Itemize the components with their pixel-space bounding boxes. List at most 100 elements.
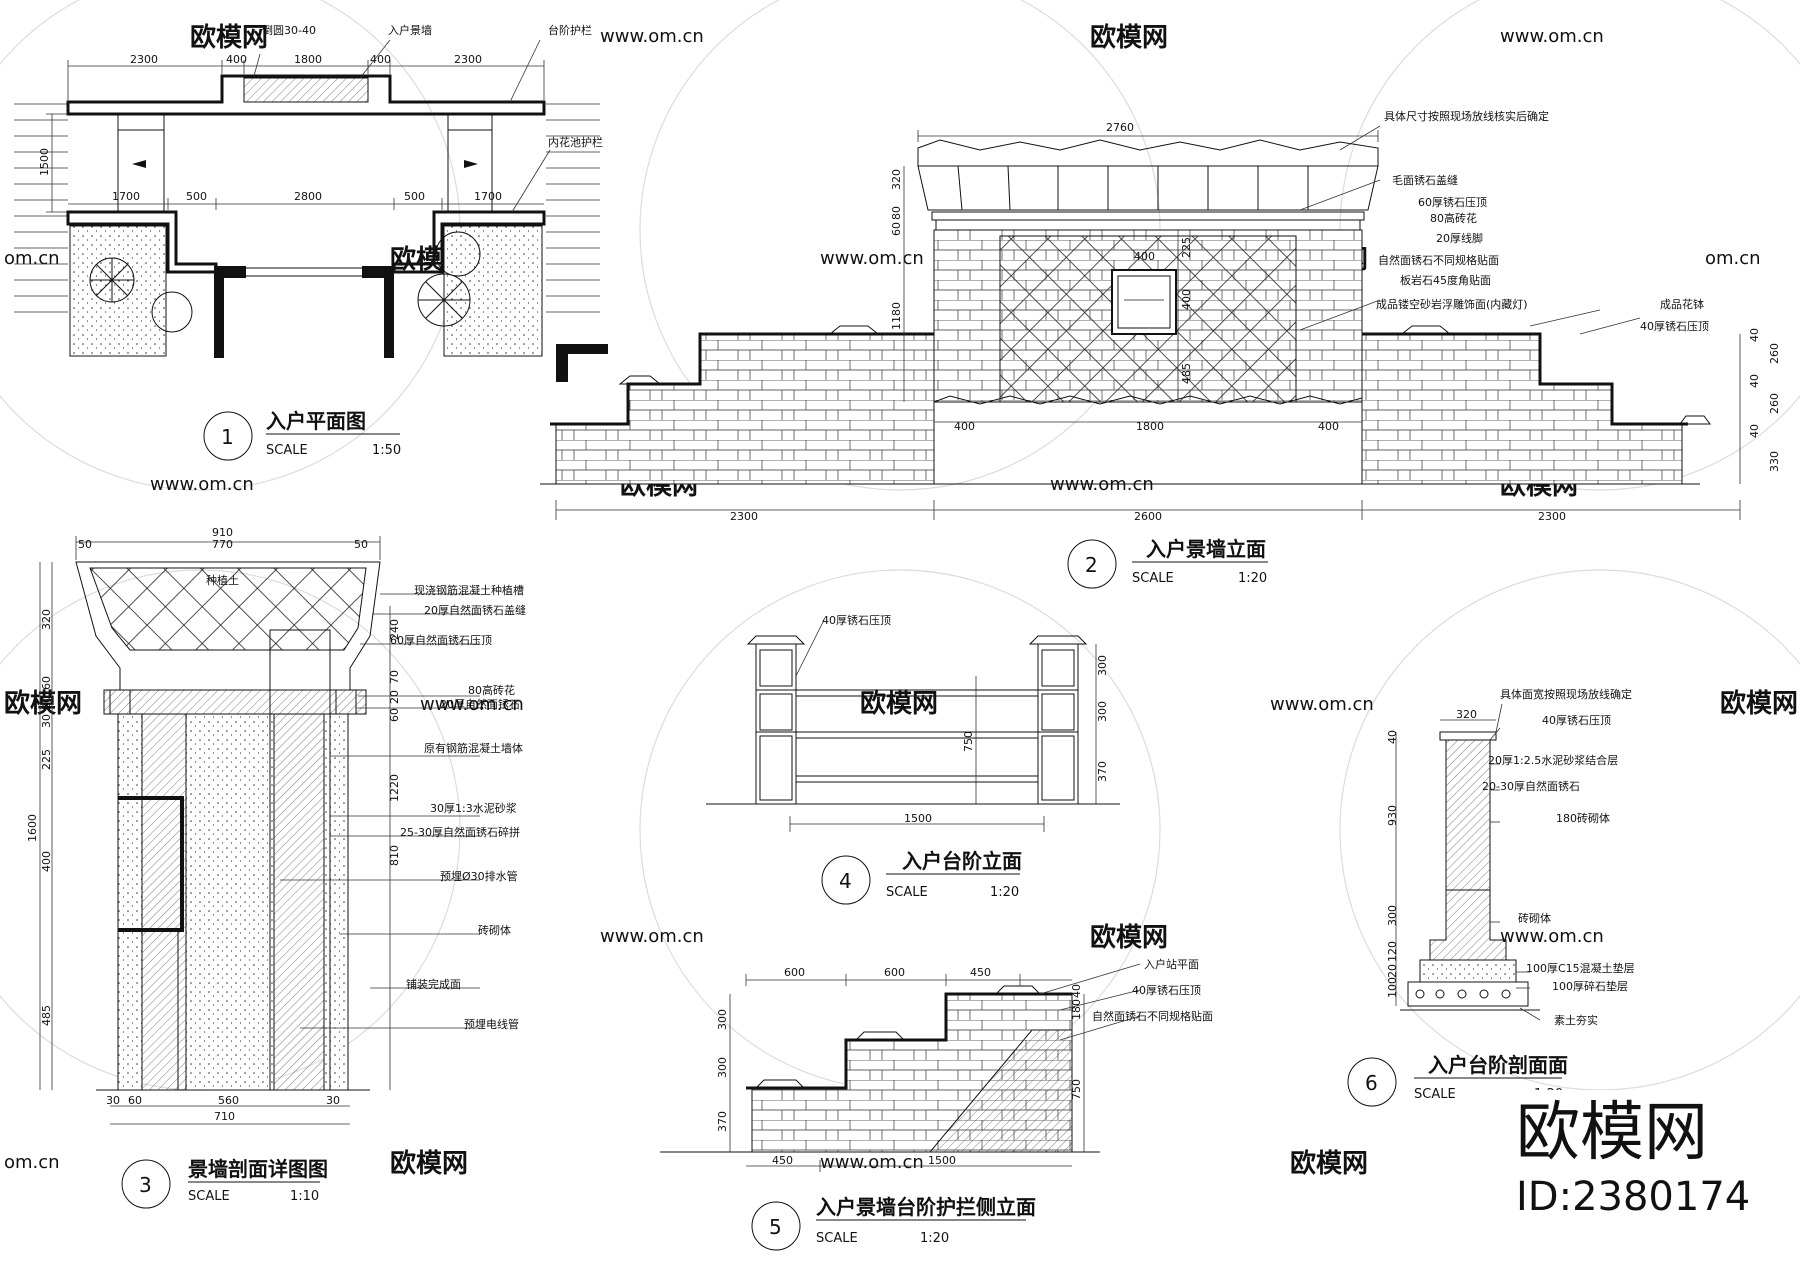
- dim-text: 770: [212, 538, 233, 551]
- scale-word: SCALE: [816, 1231, 858, 1246]
- scale-word: SCALE: [886, 885, 928, 900]
- dim-text: 450: [970, 966, 991, 979]
- dim-text: 1180: [890, 302, 903, 330]
- leader-label: 自然面锈石不同规格贴面: [1378, 253, 1499, 267]
- dim-text: 180: [1070, 999, 1083, 1020]
- watermark-brand: 欧模网: [860, 688, 938, 719]
- drawing-number-badge: [821, 855, 871, 905]
- watermark-brand: 欧模网: [1090, 22, 1168, 53]
- dim-text: 50: [78, 538, 92, 551]
- watermark-url: www.om.cn: [820, 248, 924, 269]
- drawing-number-badge: [751, 1201, 801, 1251]
- dim-text: 60: [890, 222, 903, 236]
- leader-label: 素土夯实: [1554, 1013, 1598, 1027]
- dim-text: 370: [1096, 761, 1109, 782]
- dim-text: 100: [1386, 977, 1399, 998]
- dim-text: 400: [370, 53, 391, 66]
- leader-label: 40厚锈石压顶: [1132, 984, 1201, 997]
- dim-text: 400: [1180, 289, 1193, 310]
- drawing-number: 3: [139, 1173, 152, 1197]
- watermark-url: www.om.cn: [1500, 926, 1604, 947]
- leader-label: 20厚线脚: [1436, 231, 1483, 245]
- dim-text: 20: [388, 690, 401, 704]
- drawing-title: 入户景墙台阶护拦侧立面: [816, 1195, 1036, 1219]
- leader-label: 80高砖花: [468, 683, 515, 697]
- drawing-scale: 1:20: [920, 1231, 949, 1246]
- dim-text: 910: [212, 526, 233, 539]
- leader-label: 现浇钢筋混凝土种植槽: [414, 583, 524, 597]
- dim-text: 40: [1386, 730, 1399, 744]
- watermark-url: www.om.cn: [420, 694, 524, 715]
- dim-text: 750: [962, 731, 975, 752]
- drawing-title: 景墙剖面详图图: [188, 1157, 328, 1181]
- leader-label: 种植土: [206, 573, 239, 587]
- dim-text: 260: [1768, 343, 1781, 364]
- dim-text: 30: [40, 714, 53, 728]
- watermark-url: www.om.cn: [820, 1152, 924, 1173]
- dim-text: 330: [1768, 451, 1781, 472]
- dim-text: 40: [1748, 424, 1761, 438]
- leader-label: 40厚锈石压顶: [1542, 714, 1611, 727]
- dim-text: 1600: [26, 814, 39, 842]
- dim-text: 40: [1748, 328, 1761, 342]
- leader-label: 成品镂空砂岩浮雕饰面(内藏灯): [1376, 297, 1528, 311]
- dim-text: 1800: [294, 53, 322, 66]
- dim-text: 1220: [388, 774, 401, 802]
- brand-stamp-logo: 欧模网: [1516, 1096, 1708, 1170]
- dim-text: 225: [40, 749, 53, 770]
- drawing-number: 1: [221, 425, 234, 449]
- dim-text: 400: [226, 53, 247, 66]
- watermark-brand: 欧模网: [4, 688, 82, 719]
- dim-text: 2600: [1134, 510, 1162, 523]
- leader-label: 砖砌体: [1518, 911, 1551, 925]
- leader-label: 铺装完成面: [406, 977, 461, 991]
- dim-text: 300: [1386, 905, 1399, 926]
- leader-label: 倒圆30-40: [262, 24, 316, 37]
- dim-text: 400: [954, 420, 975, 433]
- brand-stamp-id: ID:2380174: [1516, 1174, 1750, 1220]
- dim-text: 1700: [112, 190, 140, 203]
- dim-text: 2300: [730, 510, 758, 523]
- drawing-number: 2: [1085, 553, 1098, 577]
- leader-label: 预埋Ø30排水管: [440, 869, 518, 883]
- leader-label: 20厚自然面锈石盖缝: [424, 603, 526, 617]
- scale-word: SCALE: [1132, 571, 1174, 586]
- scale-word: SCALE: [1414, 1087, 1456, 1102]
- leader-label: 毛面锈石盖缝: [1392, 173, 1458, 187]
- drawing-scale: 1:50: [372, 443, 401, 458]
- leader-label: 入户站平面: [1144, 957, 1199, 971]
- dim-text: 710: [214, 1110, 235, 1123]
- dim-text: 80: [890, 206, 903, 220]
- leader-label: 100厚C15混凝土垫层: [1526, 961, 1635, 975]
- leader-label: 40厚锈石压顶: [1640, 320, 1709, 333]
- drawing-5-side-elevation: 600 600 450 300 300 370 180 40 750 450 1…: [660, 957, 1213, 1251]
- dim-text: 300: [1096, 701, 1109, 722]
- watermark-url: om.cn: [1705, 248, 1761, 269]
- drawing-scale: 1:20: [990, 885, 1019, 900]
- leader-label: 原有钢筋混凝土墙体: [424, 741, 523, 755]
- watermark-brand: 欧模网: [390, 1148, 468, 1179]
- leader-label: 具体尺寸按照现场放线核实后确定: [1384, 109, 1549, 123]
- leader-label: 80高砖花: [1430, 211, 1477, 225]
- dim-text: 500: [404, 190, 425, 203]
- watermark-url: www.om.cn: [1500, 26, 1604, 47]
- dim-text: 810: [388, 845, 401, 866]
- dim-text: 400: [1134, 250, 1155, 263]
- watermark-url: www.om.cn: [150, 474, 254, 495]
- leader-label: 预埋电线管: [464, 1017, 519, 1031]
- dim-text: 320: [890, 169, 903, 190]
- leader-label: 成品花钵: [1660, 297, 1704, 311]
- drawing-number-badge: [1067, 539, 1117, 589]
- dim-text: 300: [1096, 655, 1109, 676]
- leader-label: 60厚自然面锈石压顶: [390, 633, 492, 647]
- dim-text: 60: [40, 676, 53, 690]
- dim-text: 120: [1386, 941, 1399, 962]
- leader-label: 入户景墙: [388, 23, 432, 37]
- drawing-number-badge: [1347, 1057, 1397, 1107]
- dim-text: 2760: [1106, 121, 1134, 134]
- watermark-brand: 欧模网: [1290, 1148, 1368, 1179]
- dim-text: 2300: [454, 53, 482, 66]
- dim-text: 400: [40, 851, 53, 872]
- drawing-number-badge: [203, 411, 253, 461]
